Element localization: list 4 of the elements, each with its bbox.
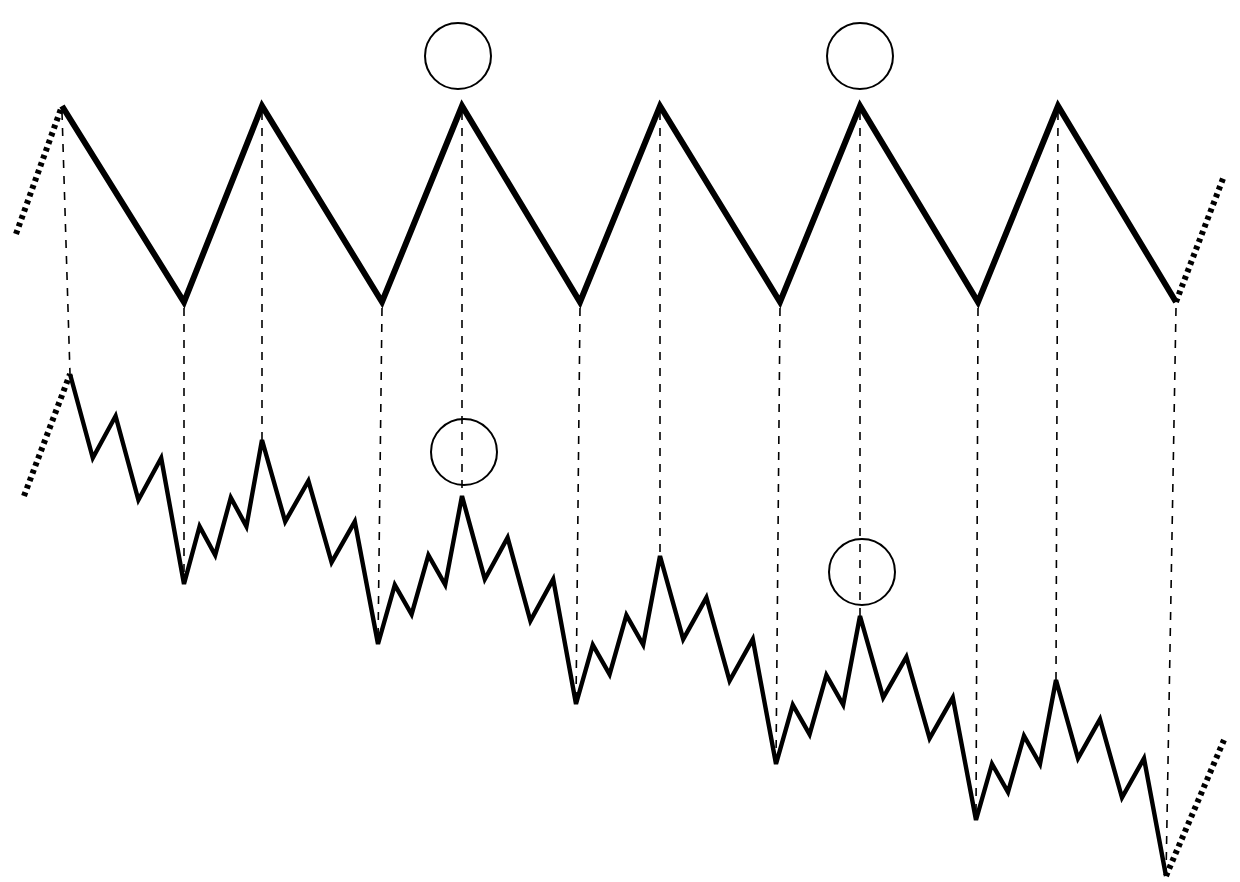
circle-marker [430, 418, 498, 486]
circle-marker [828, 538, 896, 606]
circle-marker [826, 22, 894, 90]
circle-marker [424, 22, 492, 90]
